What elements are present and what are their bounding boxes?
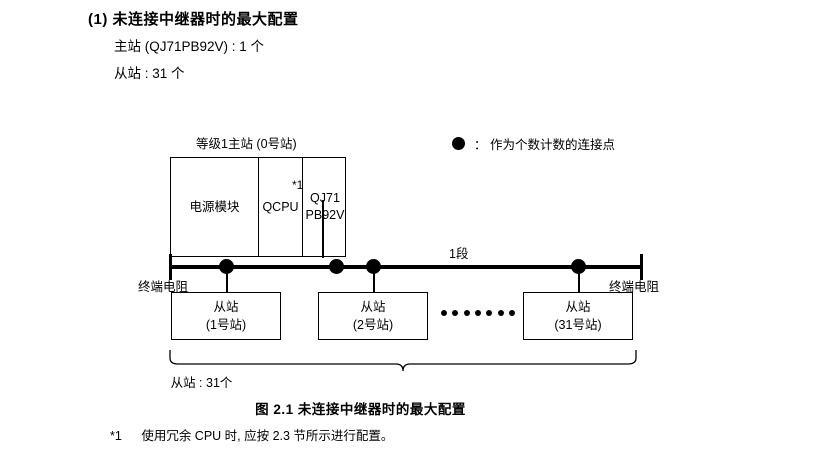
slave-group-caption: 从站 : 31个 <box>0 372 821 391</box>
connection-point-dot <box>329 259 344 274</box>
network-bus-line <box>170 265 642 269</box>
page-title: (1) 未连接中继器时的最大配置 <box>88 8 299 29</box>
qcpu-cell: QCPU <box>258 158 302 256</box>
slave-station-number: (1号站) <box>205 318 247 332</box>
spec-slave-count: 从站 : 31 个 <box>114 66 185 81</box>
legend-label: ： 作为个数计数的连接点 <box>474 138 615 152</box>
power-module-cell: 电源模块 <box>189 199 240 214</box>
slave-group-brace <box>168 350 638 372</box>
slave-drop-line <box>578 266 580 292</box>
figure-caption: 图 2.1 未连接中继器时的最大配置 <box>0 398 821 418</box>
terminator-left-label: 终端电阻 <box>138 280 189 294</box>
terminator-right-label: 终端电阻 <box>609 280 660 294</box>
slave-station-number: (2号站) <box>352 318 394 332</box>
slave-drop-line <box>373 266 375 292</box>
slave-station-box: 从站 (31号站) <box>523 292 633 340</box>
terminator-left-bar <box>169 254 172 280</box>
pb92v-module-cell: QJ71 PB92V <box>302 158 347 256</box>
master-station-label: 等级1主站 (0号站) <box>196 137 297 151</box>
filled-circle-icon <box>452 137 465 150</box>
ellipsis-dots <box>441 310 515 316</box>
legend: ： 作为个数计数的连接点 <box>452 134 615 153</box>
master-unit-box: 电源模块 QCPU QJ71 PB92V <box>170 157 346 257</box>
pb92v-line1: QJ71 <box>310 191 340 206</box>
slave-drop-line <box>226 266 228 292</box>
slave-name: 从站 <box>213 299 239 314</box>
slave-name: 从站 <box>360 299 386 314</box>
master-drop-line <box>322 200 324 258</box>
slave-station-box: 从站 (2号站) <box>318 292 428 340</box>
slave-name: 从站 <box>565 299 591 314</box>
segment-label: 1段 <box>449 247 469 261</box>
terminator-right-bar <box>640 254 643 280</box>
footnote-text: 使用冗余 CPU 时, 应按 2.3 节所示进行配置。 <box>141 429 394 443</box>
figure-caption-text: 图 2.1 未连接中继器时的最大配置 <box>255 402 466 417</box>
footnote-marker: *1 <box>292 178 304 192</box>
footnote-mark: *1 <box>110 429 122 443</box>
heading-text: 未连接中继器时的最大配置 <box>112 11 299 28</box>
pb92v-line2: PB92V <box>305 208 345 222</box>
slave-station-box: 从站 (1号站) <box>171 292 281 340</box>
footnote: *1 使用冗余 CPU 时, 应按 2.3 节所示进行配置。 <box>110 425 393 444</box>
heading-number: (1) <box>88 11 108 28</box>
spec-master-count: 主站 (QJ71PB92V) : 1 个 <box>114 39 265 54</box>
slave-station-number: (31号站) <box>554 318 602 332</box>
slave-group-caption-text: 从站 : 31个 <box>170 376 233 390</box>
